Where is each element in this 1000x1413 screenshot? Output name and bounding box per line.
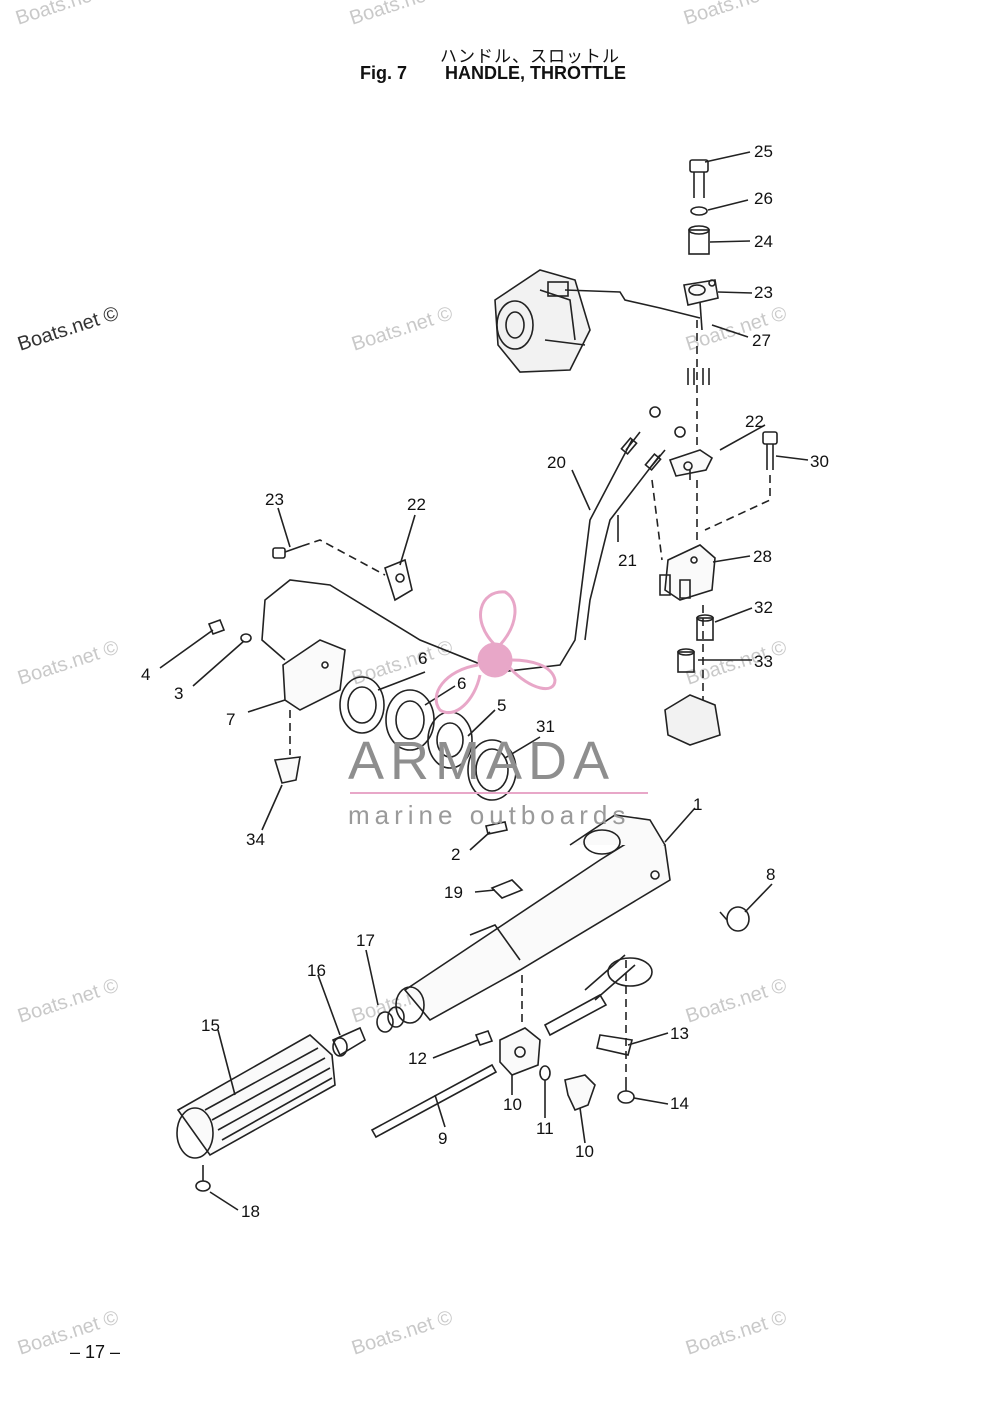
part-number-8: 8	[766, 865, 776, 884]
screw-32	[762, 431, 778, 470]
throttle-cable-21b	[584, 454, 661, 641]
washer-3	[240, 633, 252, 643]
part-number-15: 14	[670, 1094, 689, 1113]
nut-13	[474, 1030, 494, 1046]
washer-12	[539, 1065, 551, 1081]
screw-19	[195, 1165, 211, 1192]
part-number-6b: 6	[457, 674, 467, 693]
collar-31b	[677, 648, 695, 673]
part-number-29: 27	[752, 331, 771, 350]
part-number-5: 5	[497, 696, 507, 715]
propeller-logo	[434, 590, 557, 714]
spacer-18	[376, 1006, 405, 1033]
plate-7	[282, 639, 346, 711]
part-number-21b: 21	[618, 551, 637, 570]
knob-11	[564, 1074, 596, 1112]
screw-23	[272, 545, 303, 559]
part-number-24: 22	[745, 412, 764, 431]
collar-26	[688, 225, 710, 255]
part-number-14: 13	[670, 1024, 689, 1043]
part-number-4: 4	[141, 665, 151, 684]
throttle-cable-21a	[261, 439, 633, 673]
shaft-9	[370, 1063, 498, 1139]
part-number-11: 10	[575, 1142, 594, 1161]
brand-name: ARMADA	[348, 731, 616, 791]
seal-6a	[339, 676, 385, 734]
handle-1	[395, 814, 671, 1024]
washer-33	[467, 739, 517, 801]
part-number-16: 15	[201, 1016, 220, 1035]
clamp-22	[384, 558, 413, 602]
part-number-21a: 20	[547, 453, 566, 472]
washer-28	[690, 206, 708, 216]
bolt-27	[689, 159, 709, 198]
part-number-31a: 32	[754, 598, 773, 617]
part-number-17: 16	[307, 961, 326, 980]
collar-31a	[696, 614, 714, 641]
part-number-20: 19	[444, 883, 463, 902]
grip-16	[176, 1034, 336, 1159]
part-number-31b: 33	[754, 652, 773, 671]
part-number-13: 12	[408, 1049, 427, 1068]
part-number-12: 11	[536, 1119, 554, 1138]
part-number-9: 9	[438, 1129, 448, 1148]
part-number-23: 23	[265, 490, 284, 509]
part-number-6a: 6	[418, 649, 428, 668]
plate-20	[490, 879, 524, 899]
part-number-1: 1	[693, 795, 703, 814]
page-number: – 17 –	[70, 1342, 121, 1362]
part-number-22: 22	[407, 495, 426, 514]
cap-8	[719, 906, 750, 932]
link-rod	[564, 289, 701, 319]
part-number-32: 30	[810, 452, 829, 471]
part-number-28: 26	[754, 189, 773, 208]
bracket-24	[668, 449, 714, 480]
brand-divider	[350, 792, 648, 794]
title-japanese: ハンドル、スロットル	[440, 47, 620, 67]
part-number-2: 2	[451, 845, 461, 864]
part-number-26: 24	[754, 232, 773, 251]
arm-25	[683, 279, 719, 306]
block-10	[499, 1027, 541, 1076]
part-number-25: 23	[754, 283, 773, 302]
screw-15	[617, 1080, 635, 1104]
part-number-34: 34	[246, 830, 265, 849]
pin-29	[699, 301, 703, 331]
figure-label: Fig. 7	[360, 63, 408, 83]
carburetor-illustration	[494, 269, 591, 373]
part-number-27: 25	[754, 142, 773, 161]
figure-title: HANDLE, THROTTLE	[445, 63, 626, 83]
part-number-33: 31	[536, 717, 555, 736]
part-number-30: 28	[753, 547, 772, 566]
grommet-34	[273, 756, 301, 784]
collar-17	[331, 1026, 367, 1057]
throttle-shaft	[543, 954, 653, 1037]
brand-subtitle: marine outboards	[348, 800, 631, 830]
part-number-7: 7	[226, 710, 236, 729]
part-number-18: 17	[356, 931, 375, 950]
part-number-19: 18	[241, 1202, 260, 1221]
part-number-3: 3	[174, 684, 184, 703]
plate-14	[596, 1034, 634, 1056]
part-number-10: 10	[503, 1095, 522, 1114]
screw-2	[485, 821, 508, 835]
bracket-30	[659, 544, 716, 601]
